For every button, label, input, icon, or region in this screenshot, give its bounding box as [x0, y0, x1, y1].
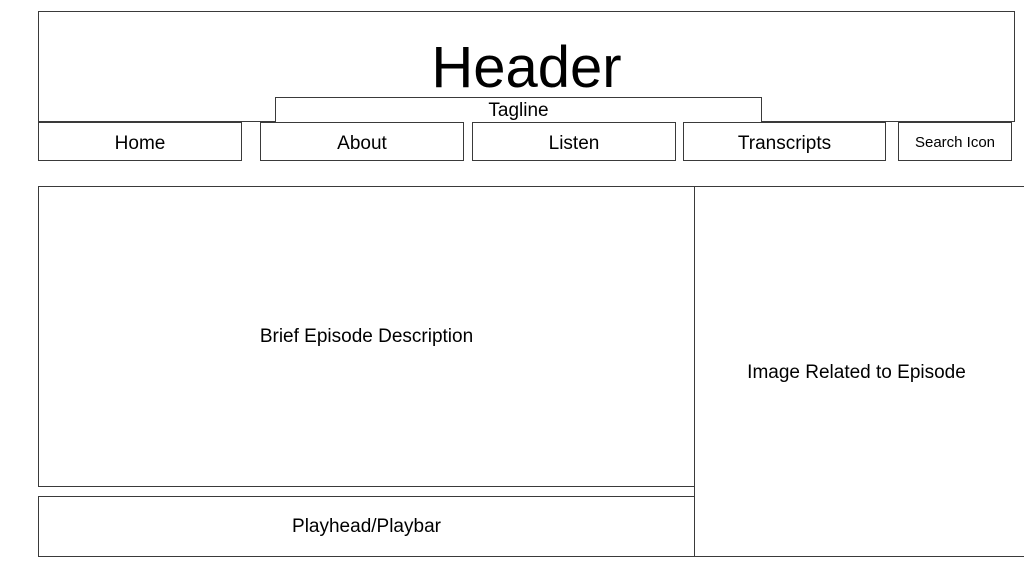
tagline-text: Tagline — [488, 100, 549, 121]
tagline-box: Tagline — [275, 97, 762, 123]
nav-transcripts-button[interactable]: Transcripts — [683, 122, 886, 161]
nav-home-label: Home — [114, 132, 166, 154]
nav-home-button[interactable]: Home — [38, 122, 242, 161]
episode-description-text: Brief Episode Description — [259, 326, 474, 347]
playbar-box[interactable]: Playhead/Playbar — [38, 496, 695, 557]
header-title: Header — [431, 35, 622, 100]
nav-about-button[interactable]: About — [260, 122, 464, 161]
nav-transcripts-label: Transcripts — [737, 132, 832, 154]
nav-listen-button[interactable]: Listen — [472, 122, 676, 161]
nav-about-label: About — [337, 132, 387, 154]
playbar-text: Playhead/Playbar — [292, 515, 441, 537]
search-icon-label: Search Icon — [914, 134, 996, 151]
episode-description-box: Brief Episode Description — [38, 186, 695, 487]
nav-listen-label: Listen — [548, 132, 600, 154]
search-icon-button[interactable]: Search Icon — [898, 122, 1012, 161]
episode-image-box: Image Related to Episode — [694, 186, 1024, 557]
episode-image-text: Image Related to Episode — [747, 362, 966, 383]
